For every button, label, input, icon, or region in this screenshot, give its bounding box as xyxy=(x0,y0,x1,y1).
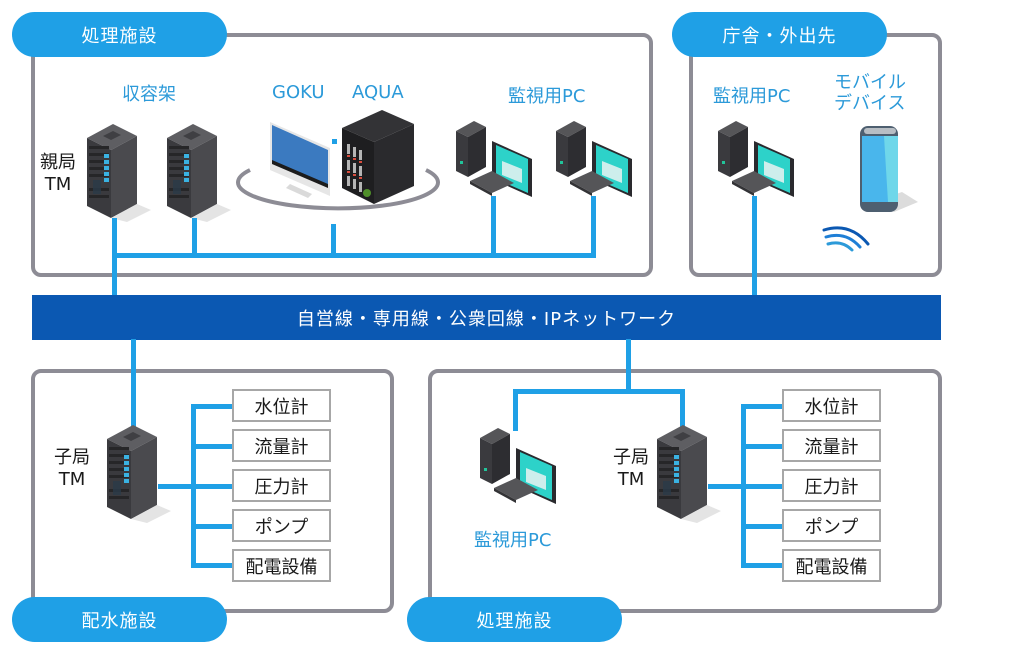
sensor-branch-p5 xyxy=(741,563,783,568)
sensor-branch-p4 xyxy=(741,524,783,529)
rack-label: 収容架 xyxy=(122,84,176,105)
aqua-server-icon xyxy=(342,110,414,204)
sensor-pump: ポンプ xyxy=(232,509,331,542)
child-station-label-line2: TM xyxy=(617,469,645,490)
mobile-device-icon xyxy=(860,126,918,212)
sensor-branch-5 xyxy=(191,563,233,568)
link-parent-to-network xyxy=(112,274,117,296)
sensor-branch-p1 xyxy=(741,404,783,409)
sensor-pump: ポンプ xyxy=(782,509,881,542)
mobile-device-label: モバイル デバイス xyxy=(834,72,906,114)
wireless-signal-icon xyxy=(822,226,870,252)
link-rack-down xyxy=(192,218,197,258)
link-network-to-processing xyxy=(626,339,631,391)
panel-title-processing-facility-bottom: 処理施設 xyxy=(407,597,622,642)
child-station-rack-icon xyxy=(107,425,171,523)
parent-station-rack-icon xyxy=(87,124,151,222)
goku-monitor-icon xyxy=(270,122,330,198)
sensor-power-distribution: 配電設備 xyxy=(232,549,331,582)
panel-title-processing-facility-top: 処理施設 xyxy=(12,12,227,57)
aqua-label: AQUA xyxy=(352,82,404,103)
network-bar: 自営線・専用線・公衆回線・IPネットワーク xyxy=(32,295,941,340)
link-child-station-to-sensors xyxy=(158,484,193,489)
goku-aqua-ring xyxy=(236,168,440,211)
link-monitor-pc-2-down xyxy=(591,196,596,258)
panel-title-office-remote: 庁舎・外出先 xyxy=(672,12,887,57)
remote-monitor-pc-icon xyxy=(718,121,794,197)
mobile-device-label-line2: デバイス xyxy=(834,93,906,114)
child-station-label-line1: 子局 xyxy=(613,447,649,468)
sensor-flow-meter: 流量計 xyxy=(782,429,881,462)
goku-label: GOKU xyxy=(272,82,325,103)
link-processing-child-to-sensors xyxy=(708,484,743,489)
mobile-device-label-line1: モバイル xyxy=(834,72,906,93)
link-bus-to-monitor-pc xyxy=(513,389,518,431)
link-goku-aqua-down xyxy=(331,224,336,258)
link-top-left-bus xyxy=(112,253,596,258)
parent-station-label-line1: 親局 xyxy=(40,152,76,173)
monitor-pc-icon-1 xyxy=(456,121,532,197)
goku-aqua-link-dot xyxy=(332,139,337,144)
sensor-power-distribution: 配電設備 xyxy=(782,549,881,582)
processing-monitor-pc-label: 監視用PC xyxy=(474,530,552,551)
child-station-label-line2: TM xyxy=(58,469,86,490)
child-station-label-processing: 子局 TM xyxy=(609,447,653,491)
parent-station-label: 親局 TM xyxy=(36,152,80,196)
link-processing-bus xyxy=(513,389,685,394)
rack-icon xyxy=(167,124,231,222)
parent-station-label-line2: TM xyxy=(44,174,72,195)
sensor-pressure-gauge: 圧力計 xyxy=(782,469,881,502)
panel-title-distribution-facility: 配水施設 xyxy=(12,597,227,642)
monitor-pc-label: 監視用PC xyxy=(508,86,586,107)
link-monitor-pc-1-down xyxy=(491,196,496,258)
sensor-branch-p3 xyxy=(741,484,783,489)
processing-child-station-rack-icon xyxy=(657,425,721,523)
monitor-pc-icon-2 xyxy=(556,121,632,197)
sensor-water-level: 水位計 xyxy=(232,389,331,422)
processing-monitor-pc-icon xyxy=(480,428,556,504)
sensor-branch-1 xyxy=(191,404,233,409)
link-remote-pc-down xyxy=(752,196,757,296)
sensor-branch-p2 xyxy=(741,444,783,449)
sensor-branch-3 xyxy=(191,484,233,489)
sensor-flow-meter: 流量計 xyxy=(232,429,331,462)
sensor-branch-4 xyxy=(191,524,233,529)
sensor-branch-2 xyxy=(191,444,233,449)
sensor-water-level: 水位計 xyxy=(782,389,881,422)
child-station-label-line1: 子局 xyxy=(54,447,90,468)
remote-monitor-pc-label: 監視用PC xyxy=(713,86,791,107)
link-bus-to-child-station xyxy=(680,389,685,431)
sensor-pressure-gauge: 圧力計 xyxy=(232,469,331,502)
link-network-to-distribution-inner xyxy=(131,339,136,431)
child-station-label-distribution: 子局 TM xyxy=(50,447,94,491)
